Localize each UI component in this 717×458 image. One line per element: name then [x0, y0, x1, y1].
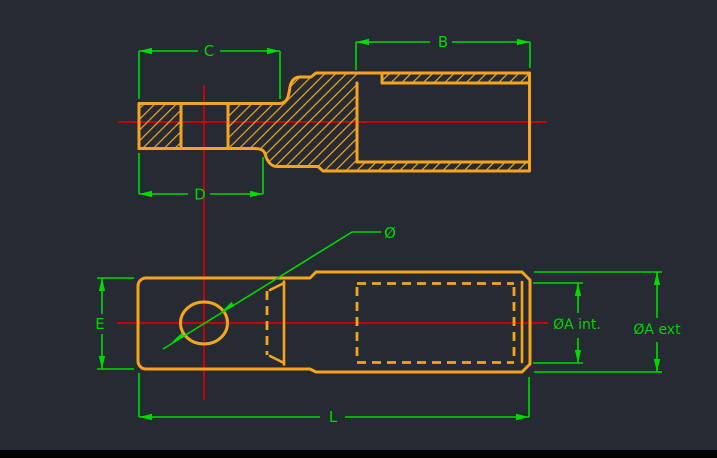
arrowhead [98, 278, 106, 291]
arrowhead [653, 359, 661, 372]
dim-D[interactable]: D [138, 153, 264, 204]
dim-label-L[interactable]: L [329, 408, 338, 426]
hatch-left-tongue-block [139, 103, 181, 149]
arrowhead [250, 190, 263, 198]
dim-E[interactable]: E [95, 277, 134, 370]
plan-view[interactable] [136, 270, 532, 374]
arrowhead [139, 47, 152, 55]
dim-label-inner-dia[interactable]: ØA int. [553, 317, 601, 333]
arrowhead [516, 413, 529, 421]
arrowhead [653, 272, 661, 285]
dim-B[interactable]: B [355, 33, 531, 70]
dim-label-D[interactable]: D [194, 186, 206, 204]
bolt-hole[interactable] [179, 300, 229, 346]
dim-label-B[interactable]: B [438, 33, 448, 51]
dim-C[interactable]: C [138, 42, 281, 99]
dim-hole-diameter-leader[interactable]: Ø [162, 224, 396, 350]
dimensions[interactable]: C B D E [95, 33, 681, 426]
arrowhead [517, 38, 530, 46]
arrowhead [574, 283, 582, 296]
dim-label-hole-dia[interactable]: Ø [384, 224, 396, 242]
arrowhead [172, 332, 185, 342]
hatch-boss-block [228, 73, 357, 171]
arrowhead [98, 356, 106, 369]
arrowhead [139, 190, 152, 198]
dim-inner-diameter[interactable]: ØA int. [533, 282, 601, 364]
dim-label-E[interactable]: E [95, 315, 104, 333]
dim-label-C[interactable]: C [204, 42, 214, 60]
dim-L[interactable]: L [138, 373, 530, 426]
plan-outline[interactable] [136, 270, 532, 374]
section-view[interactable] [137, 71, 531, 173]
tongue-end-chamfer-top[interactable] [268, 281, 286, 292]
window-bottom-bar [0, 450, 717, 458]
hatch-barrel-bottom-wall [357, 162, 528, 171]
section-outline[interactable] [137, 71, 531, 173]
arrowhead [574, 350, 582, 363]
dim-label-outer-dia[interactable]: ØA ext [633, 322, 681, 338]
arrowhead [139, 413, 152, 421]
arrowhead [267, 47, 280, 55]
dim-outer-diameter[interactable]: ØA ext [534, 271, 681, 373]
bore-top-inner-edge[interactable] [380, 72, 530, 85]
tongue-end-chamfer-bottom[interactable] [268, 354, 286, 365]
arrowhead [356, 38, 369, 46]
arrowhead [222, 301, 235, 311]
hatch-barrel-top-wall [382, 74, 528, 83]
hatch-block-left-border[interactable] [137, 102, 183, 150]
